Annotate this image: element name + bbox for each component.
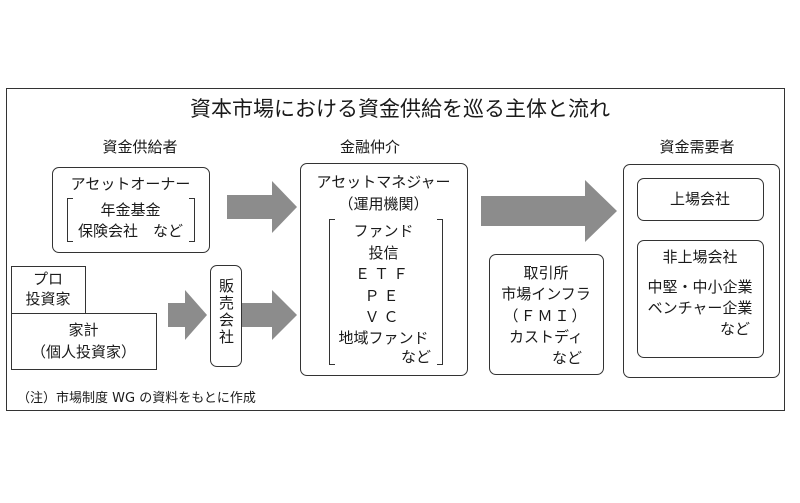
exchange-box: 取引所 市場インフラ （ＦＭＩ） カストディ など — [489, 254, 604, 375]
sales-company-label: 販売会社 — [217, 278, 235, 346]
asset-manager-item: ＥＴＦ — [354, 265, 412, 283]
arrow-manager-to-demanders — [481, 180, 617, 242]
pro-investor-label: プロ 投資家 — [25, 270, 71, 308]
asset-manager-item: 投信 — [368, 244, 399, 262]
exchange-line: （ＦＭＩ） — [503, 307, 589, 325]
bracket-left — [67, 198, 73, 242]
unlisted-company-etc: など — [719, 320, 750, 338]
bracket-left — [329, 219, 335, 365]
header-suppliers: 資金供給者 — [102, 138, 178, 156]
bracket-right — [189, 198, 195, 242]
header-demanders: 資金需要者 — [659, 138, 735, 156]
household-sub-label: （個人投資家） — [30, 343, 136, 361]
sales-company-box: 販売会社 — [210, 265, 242, 367]
asset-manager-etc: など — [400, 348, 431, 366]
asset-manager-item: ファンド — [353, 222, 414, 240]
exchange-etc: など — [551, 349, 582, 367]
unlisted-company-label: 非上場会社 — [662, 248, 738, 266]
unlisted-company-box: 非上場会社 中堅・中小企業 ベンチャー企業 など — [637, 240, 764, 358]
arrow-sales-to-manager — [242, 290, 297, 340]
household-label: 家計 — [68, 321, 99, 339]
asset-owner-box: アセットオーナー 年金基金 保険会社 など — [52, 167, 210, 253]
asset-manager-box: アセットマネジャー （運用機関） ファンド 投信 ＥＴＦ ＰＥ ＶＣ 地域ファン… — [300, 163, 468, 376]
asset-manager-label: アセットマネジャー — [316, 173, 451, 191]
asset-manager-item: ＰＥ — [364, 287, 403, 305]
asset-owner-item: 保険会社 など — [77, 222, 183, 240]
exchange-line: 市場インフラ — [501, 285, 591, 303]
asset-manager-item: ＶＣ — [364, 308, 403, 326]
diagram-frame — [6, 88, 785, 411]
bracket-right — [437, 219, 443, 365]
header-intermediary: 金融仲介 — [339, 138, 400, 156]
asset-manager-item: 地域ファンド — [338, 329, 429, 347]
listed-company-box: 上場会社 — [637, 178, 764, 221]
arrow-household-to-sales — [168, 290, 207, 340]
exchange-line: 取引所 — [523, 264, 569, 282]
arrow-owner-to-manager — [227, 181, 297, 233]
listed-company-label: 上場会社 — [669, 190, 730, 208]
exchange-line: カストディ — [509, 328, 583, 346]
asset-owner-item: 年金基金 — [100, 201, 161, 219]
unlisted-company-line: 中堅・中小企業 — [647, 278, 753, 296]
demanders-box: 上場会社 非上場会社 中堅・中小企業 ベンチャー企業 など — [623, 164, 780, 378]
asset-manager-sub-label: （運用機関） — [338, 195, 429, 213]
diagram-title: 資本市場における資金供給を巡る主体と流れ — [190, 97, 610, 121]
source-note: （注）市場制度 WG の資料をもとに作成 — [17, 391, 256, 406]
household-box: 家計 （個人投資家） — [11, 313, 157, 370]
asset-owner-label: アセットオーナー — [70, 175, 191, 193]
unlisted-company-line: ベンチャー企業 — [647, 299, 753, 317]
